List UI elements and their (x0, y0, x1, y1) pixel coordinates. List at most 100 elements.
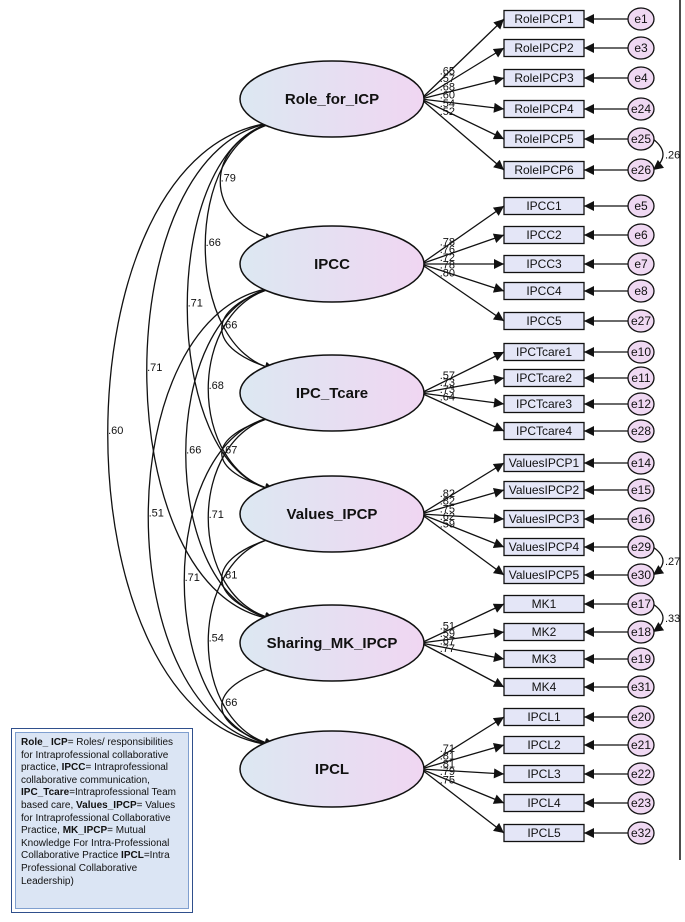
error-label: e3 (634, 41, 648, 55)
indicator-RoleIPCP6: RoleIPCP6 (503, 160, 585, 180)
correlation-value: .66 (186, 445, 201, 457)
error-circle (627, 507, 655, 531)
error-label: e4 (634, 71, 648, 85)
correlation-value: .68 (209, 380, 224, 392)
loading-value: .77 (440, 643, 455, 655)
correlation-value: .79 (221, 173, 236, 185)
error-e12: e12 (627, 392, 655, 416)
error-circle (627, 252, 655, 276)
loading-arrow (420, 716, 505, 770)
error-label: e15 (631, 483, 651, 497)
indicator-MK3: MK3 (503, 649, 585, 669)
indicator-RoleIPCP2: RoleIPCP2 (503, 38, 585, 58)
correlation-value: .66 (222, 697, 237, 709)
loading-arrow (420, 351, 505, 394)
loading-value: .73 (440, 377, 455, 389)
indicator-box (503, 649, 585, 669)
indicator-box (503, 565, 585, 585)
loading-value: .78 (440, 236, 455, 248)
loading-arrow (420, 47, 505, 100)
indicator-label: RoleIPCP2 (514, 41, 574, 55)
indicator-label: IPCC4 (526, 284, 562, 298)
indicator-label: IPCL2 (527, 738, 561, 752)
error-circle (627, 36, 655, 60)
error-circle (627, 127, 655, 151)
error-e10: e10 (627, 340, 655, 364)
indicator-label: IPCTcare3 (516, 397, 572, 411)
error-e28: e28 (627, 419, 655, 443)
error-label: e30 (631, 568, 651, 582)
correlation-arc-tcare-ipcl (183, 409, 286, 749)
error-label: e27 (631, 314, 651, 328)
error-e16: e16 (627, 507, 655, 531)
error-circle (627, 419, 655, 443)
indicator-label: IPCTcare1 (516, 345, 572, 359)
correlation-value: .60 (108, 425, 123, 437)
error-covariance-e25-e26 (642, 128, 664, 171)
error-e27: e27 (627, 309, 655, 333)
error-covariance-value: .26 (665, 150, 680, 162)
error-e18: e18 (627, 620, 655, 644)
loading-value: .59 (440, 628, 455, 640)
loading-arrow (420, 392, 505, 432)
error-circle (627, 66, 655, 90)
loading-value: .54 (440, 98, 455, 110)
loading-value: .59 (440, 518, 455, 530)
error-label: e23 (631, 796, 651, 810)
error-label: e6 (634, 228, 648, 242)
indicator-label: ValuesIPCP2 (509, 483, 580, 497)
indicator-label: MK2 (532, 625, 557, 639)
loading-value: .81 (440, 751, 455, 763)
error-e29: e29 (627, 535, 655, 559)
loading-arrow (420, 98, 505, 171)
error-circle (627, 97, 655, 121)
error-e7: e7 (627, 252, 655, 276)
loading-value: .82 (440, 496, 455, 508)
indicator-box (503, 225, 585, 245)
indicator-box (503, 793, 585, 813)
error-covariance-e17-e18 (641, 594, 665, 633)
indicator-box (503, 453, 585, 473)
error-label: e14 (631, 456, 651, 470)
loading-arrow (420, 263, 505, 293)
error-e17: e17 (627, 592, 655, 616)
indicator-label: ValuesIPCP5 (509, 568, 580, 582)
error-label: e19 (631, 652, 651, 666)
indicator-label: IPCC2 (526, 228, 562, 242)
indicator-IPCC3: IPCC3 (503, 254, 585, 274)
error-label: e26 (631, 163, 651, 177)
indicator-label: IPCL5 (527, 826, 561, 840)
error-e21: e21 (627, 733, 655, 757)
correlation-value: .51 (149, 508, 164, 520)
error-circle (627, 535, 655, 559)
latent-label: IPCL (315, 761, 349, 778)
error-label: e7 (634, 257, 648, 271)
indicator-label: RoleIPCP6 (514, 163, 574, 177)
latent-label: IPC_Tcare (296, 385, 368, 402)
loading-value: .81 (440, 758, 455, 770)
correlation-arc-ipcc-values (207, 280, 286, 494)
error-label: e12 (631, 397, 651, 411)
indicator-box (503, 99, 585, 119)
factor-correlation-layer: .79.66.71.71.60.66.68.66.51.67.71.71.81.… (107, 115, 286, 750)
indicator-label: IPCL4 (527, 796, 561, 810)
error-label: e1 (634, 12, 648, 26)
indicator-box (503, 281, 585, 301)
error-covariance-value: .27 (665, 556, 680, 568)
indicator-IPCC4: IPCC4 (503, 281, 585, 301)
loading-arrow (420, 642, 505, 663)
legend-text: Role_ ICP= Roles/ responsibilities for I… (15, 732, 189, 909)
latent-ellipse (239, 475, 425, 553)
correlation-arc-ipcc-mk (185, 280, 286, 623)
loading-value: .57 (440, 73, 455, 85)
error-e24: e24 (627, 97, 655, 121)
latent-tcare: IPC_Tcare (239, 354, 425, 432)
indicator-IPCL3: IPCL3 (503, 764, 585, 784)
loading-arrow (420, 628, 505, 644)
loading-arrow (420, 263, 505, 322)
loading-arrow (420, 768, 505, 779)
loading-value: .72 (440, 252, 455, 264)
loading-value: .57 (440, 370, 455, 382)
indicator-label: ValuesIPCP3 (509, 512, 580, 526)
correlation-arc-role-mk (146, 116, 286, 624)
